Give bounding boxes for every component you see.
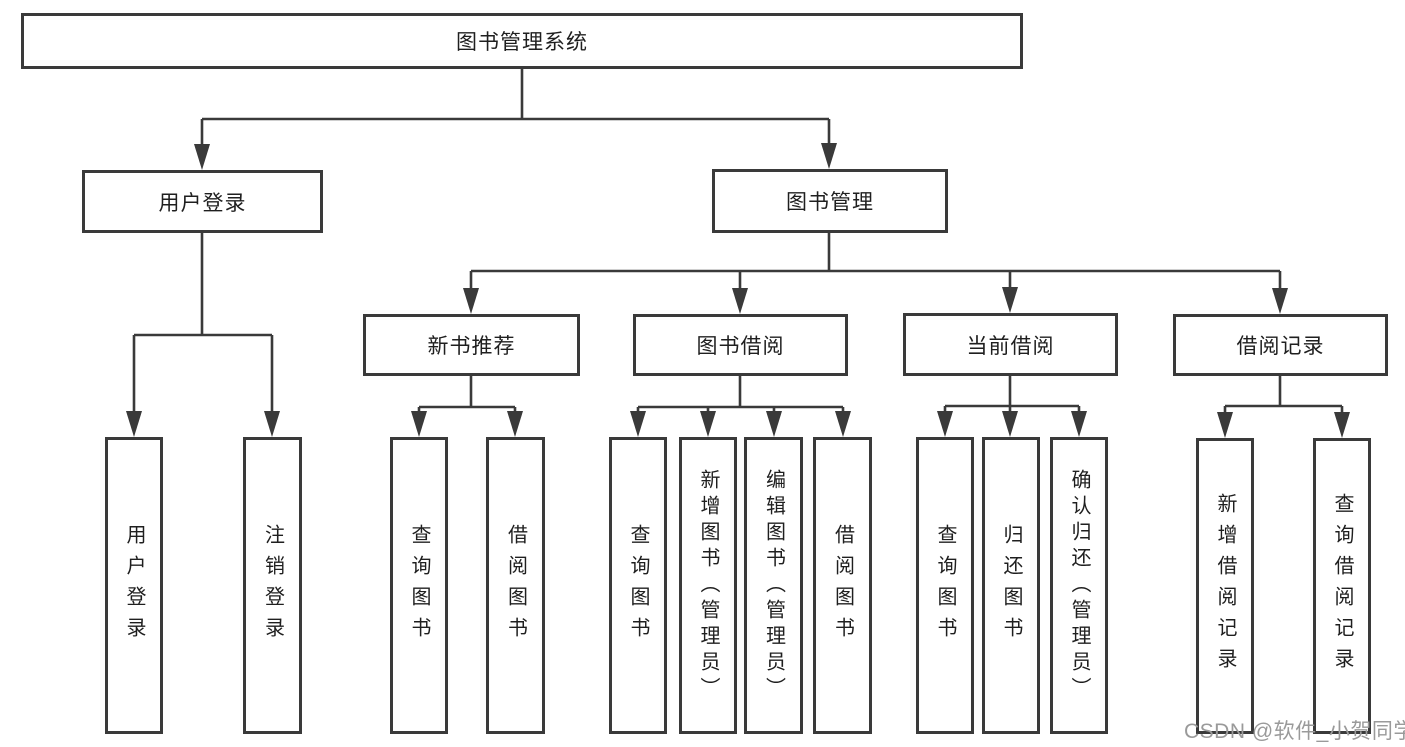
node-new-book-recommend: 新书推荐: [363, 314, 580, 376]
leaf-query-books-recommend: 查询图书: [390, 437, 448, 734]
node-label: 归还图书: [1000, 523, 1022, 648]
node-label: 图书管理: [786, 191, 874, 214]
leaf-borrow-books-borrowing: 借阅图书: [813, 437, 872, 734]
node-book-borrowing: 图书借阅: [633, 314, 848, 376]
node-current-borrowing: 当前借阅: [903, 313, 1118, 376]
node-label: 查询图书: [934, 523, 956, 648]
leaf-borrow-books-recommend: 借阅图书: [486, 437, 545, 734]
csdn-watermark: CSDN @软件_小贺同学: [1184, 720, 1405, 743]
node-label: 用户登录: [123, 523, 145, 648]
node-label: 确认归还（管理员）: [1068, 468, 1090, 703]
node-label: 注销登录: [261, 523, 284, 648]
node-label: 查询图书: [408, 523, 430, 648]
leaf-query-books-current: 查询图书: [916, 437, 974, 734]
node-book-management: 图书管理: [712, 169, 948, 233]
leaf-query-books-borrowing: 查询图书: [609, 437, 667, 734]
leaf-query-borrow-record: 查询借阅记录: [1313, 438, 1371, 734]
leaf-return-books: 归还图书: [982, 437, 1040, 734]
node-label: 借阅图书: [831, 523, 854, 648]
node-library-system: 图书管理系统: [21, 13, 1023, 69]
node-label: 新书推荐: [427, 335, 516, 358]
node-label: 当前借阅: [966, 334, 1055, 358]
leaf-user-login: 用户登录: [105, 437, 163, 734]
node-label: 用户登录: [158, 191, 247, 215]
node-label: 新增图书（管理员）: [697, 468, 719, 703]
node-label: 借阅图书: [504, 523, 527, 648]
leaf-add-borrow-record: 新增借阅记录: [1196, 438, 1254, 734]
node-user-login: 用户登录: [82, 170, 323, 233]
node-label: 查询借阅记录: [1331, 493, 1353, 679]
node-label: 查询图书: [627, 523, 649, 648]
node-label: 图书管理系统: [456, 31, 588, 54]
leaf-edit-books-admin: 编辑图书（管理员）: [744, 437, 803, 734]
node-label: 图书借阅: [696, 335, 785, 358]
leaf-add-books-admin: 新增图书（管理员）: [679, 437, 737, 734]
node-label: 借阅记录: [1236, 335, 1325, 358]
node-borrow-records: 借阅记录: [1173, 314, 1388, 376]
node-label: 新增借阅记录: [1214, 493, 1236, 679]
leaf-logout: 注销登录: [243, 437, 302, 734]
node-label: 编辑图书（管理员）: [762, 468, 785, 703]
leaf-confirm-return-admin: 确认归还（管理员）: [1050, 437, 1108, 734]
